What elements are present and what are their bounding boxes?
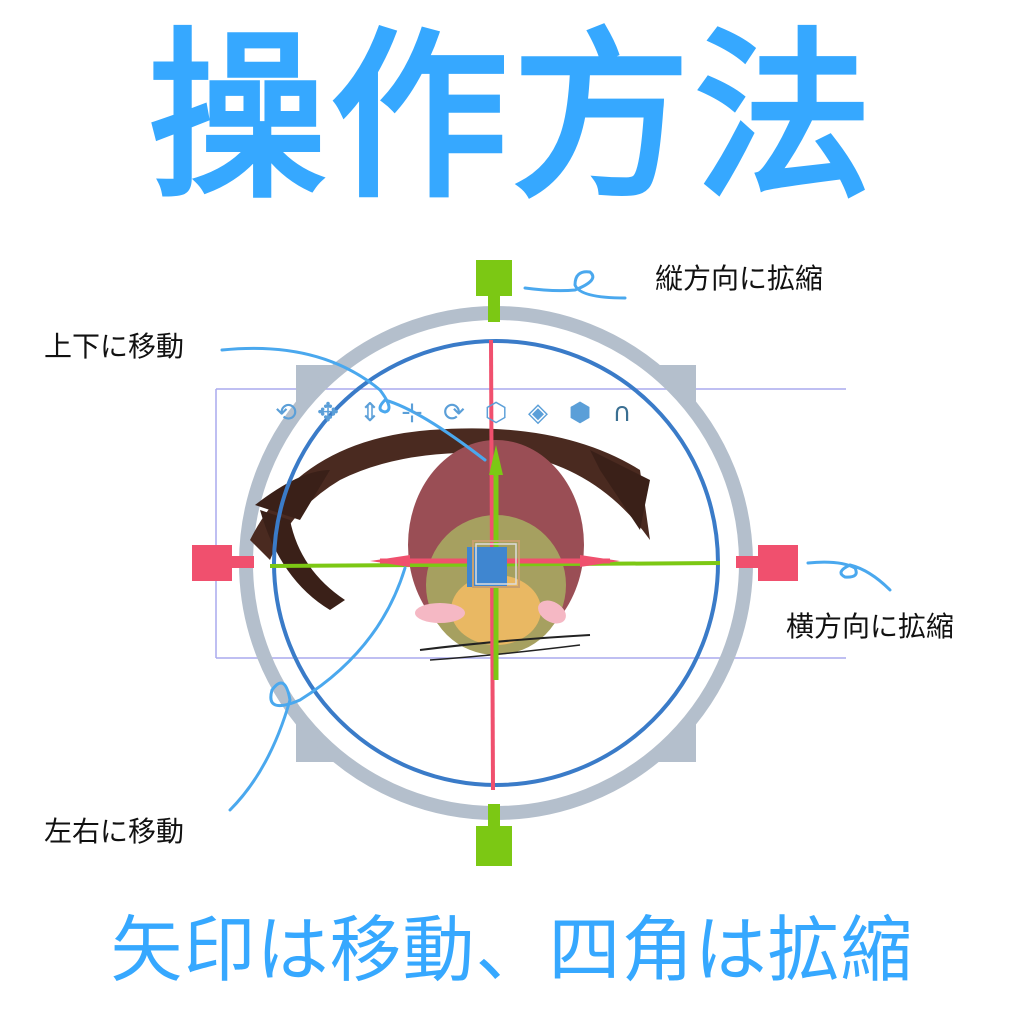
rotate-plane-icon[interactable]: ◈ bbox=[528, 398, 548, 428]
rotate-cube-top-icon[interactable]: ⬡ bbox=[484, 398, 508, 428]
callout-squiggles bbox=[220, 270, 892, 812]
move-3d-icon[interactable]: ⊹ bbox=[401, 398, 423, 428]
move-vertical-icon[interactable]: ⇕ bbox=[359, 398, 381, 428]
horizontal-scale-handle-right[interactable] bbox=[736, 545, 798, 581]
page-title: 操作方法 bbox=[148, 11, 876, 224]
label-horizontal-scale: 横方向に拡縮 bbox=[786, 610, 955, 643]
label-move-up-down: 上下に移動 bbox=[44, 330, 185, 363]
gizmo-toolbar: ⟲ ✥ ⇕ ⊹ ⟳ ⬡ ◈ ⬢ ∩ bbox=[268, 395, 640, 431]
vertical-scale-handle-top[interactable] bbox=[476, 260, 512, 322]
label-vertical-scale: 縦方向に拡縮 bbox=[655, 262, 824, 295]
label-move-left-right: 左右に移動 bbox=[44, 815, 185, 848]
magnet-snap-icon[interactable]: ∩ bbox=[612, 398, 632, 428]
summary-caption: 矢印は移動、四角は拡縮 bbox=[110, 908, 914, 992]
scale-cube-icon[interactable]: ⬢ bbox=[568, 398, 592, 428]
move-all-directions-icon[interactable]: ✥ bbox=[317, 398, 339, 428]
vertical-scale-handle-bottom[interactable] bbox=[476, 804, 512, 866]
eye-illustration bbox=[250, 428, 650, 661]
horizontal-scale-handle-left[interactable] bbox=[192, 545, 254, 581]
center-move-handle[interactable] bbox=[467, 540, 520, 588]
rotate-move-icon[interactable]: ⟲ bbox=[275, 398, 297, 428]
rotate-cube-icon[interactable]: ⟳ bbox=[443, 398, 465, 428]
